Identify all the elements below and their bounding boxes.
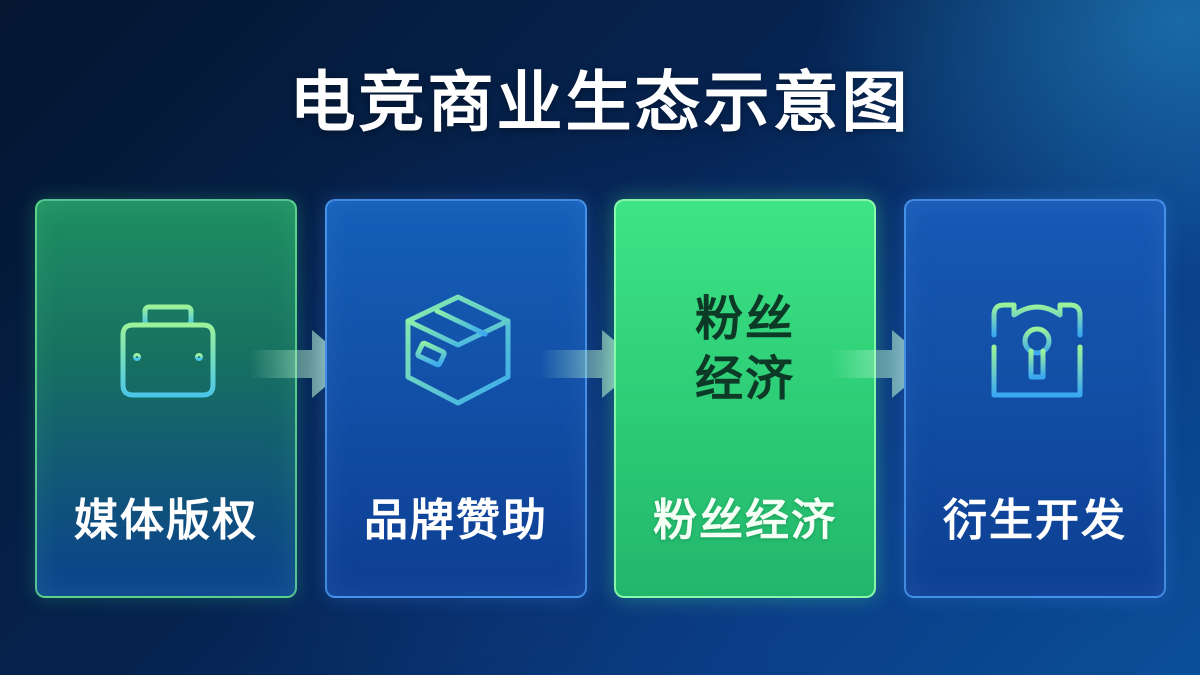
shop-lock-icon	[972, 285, 1102, 415]
diagram-title: 电竞商业生态示意图	[289, 64, 911, 141]
stage-label: 媒体版权	[74, 495, 258, 546]
stage-card-media-rights: 媒体版权	[35, 199, 297, 598]
badge-line: 经济	[694, 351, 795, 407]
broadcast-box-icon	[103, 285, 233, 415]
fan-economy-badge: 粉丝 经济	[616, 289, 874, 409]
stage-card-fan-economy: 粉丝 经济 粉丝经济	[614, 199, 876, 598]
badge-line: 粉丝	[694, 291, 795, 347]
stage-label: 粉丝经济	[653, 495, 837, 546]
cube-package-icon	[393, 285, 523, 415]
stage-card-brand-sponsorship: 品牌赞助	[325, 199, 587, 598]
stage-label: 品牌赞助	[364, 495, 548, 546]
stage-label: 衍生开发	[943, 495, 1127, 546]
stage-card-derivative-development: 衍生开发	[904, 199, 1166, 598]
